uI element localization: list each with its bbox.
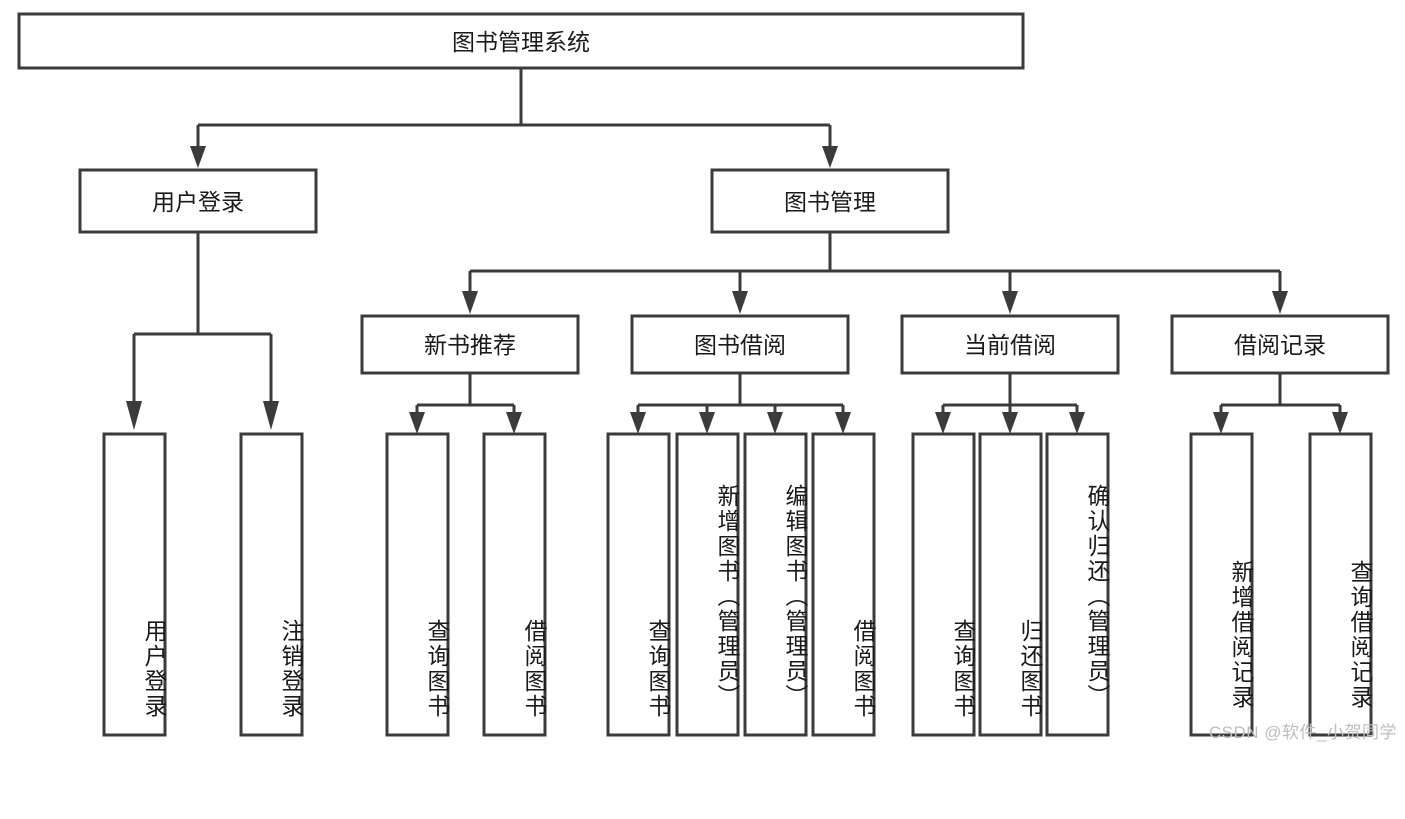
edge-group-borrow-record-to-leaves — [1213, 373, 1348, 434]
arrow-to-new-book — [462, 291, 478, 314]
leaf-boxes-new-book-recommend — [385, 432, 547, 737]
arrow-current-borrow-leaf-2 — [1002, 412, 1018, 434]
node-book-management[interactable]: 图书管理 — [710, 168, 950, 234]
leaf-box-borrow-record-1[interactable] — [1308, 432, 1373, 737]
arrow-book-borrow-leaf-1 — [630, 412, 646, 434]
node-current-borrow[interactable]: 当前借阅 — [900, 314, 1120, 375]
node-borrow-record-box[interactable] — [1170, 314, 1390, 375]
leaf-box-current-borrow-2[interactable] — [1045, 432, 1110, 737]
leaf-box-book-borrow-1[interactable] — [675, 432, 740, 737]
arrow-to-book-mgmt — [822, 146, 838, 168]
node-book-borrow-box[interactable] — [630, 314, 850, 375]
edge-group-current-borrow-to-leaves — [935, 373, 1085, 434]
leaf-box-new-book-0[interactable] — [385, 432, 450, 737]
arrow-to-current-borrow — [1002, 291, 1018, 314]
node-borrow-record[interactable]: 借阅记录 — [1170, 314, 1390, 375]
arrow-borrow-record-leaf-1 — [1213, 412, 1229, 434]
arrow-user-login-leaf-1 — [126, 401, 142, 430]
node-book-borrow[interactable]: 图书借阅 — [630, 314, 850, 375]
watermark-text: CSDN @软件_小贺同学 — [1208, 723, 1397, 742]
arrow-to-user-login — [190, 146, 206, 168]
leaf-box-book-borrow-0[interactable] — [606, 432, 671, 737]
node-borrow-record-label: 借阅记录 — [1234, 332, 1326, 358]
edge-group-user-login-to-leaves — [126, 232, 279, 430]
edge-group-book-mgmt-to-level3 — [462, 232, 1288, 314]
leaf-box-new-book-1[interactable] — [482, 432, 547, 737]
node-root-box[interactable] — [17, 12, 1025, 70]
edge-group-book-borrow-to-leaves — [630, 373, 851, 434]
leaf-boxes-book-borrow — [606, 432, 876, 737]
leaf-boxes-borrow-record — [1189, 432, 1373, 737]
node-user-login[interactable]: 用户登录 — [78, 168, 318, 234]
diagram-svg: 图书管理系统 用户登录 图书管理 新书推荐 图书借阅 当前借阅 借阅记录 — [17, 12, 1390, 737]
leaf-boxes-current-borrow — [911, 432, 1110, 737]
node-user-login-box[interactable] — [78, 168, 318, 234]
edge-group-new-book-to-leaves — [409, 373, 522, 434]
arrow-user-login-leaf-2 — [263, 401, 279, 430]
node-user-login-label: 用户登录 — [152, 189, 244, 215]
leaf-box-current-borrow-1[interactable] — [978, 432, 1043, 737]
edge-group-root-to-level2 — [190, 68, 838, 168]
node-new-book-recommend-label: 新书推荐 — [424, 332, 516, 358]
node-book-management-box[interactable] — [710, 168, 950, 234]
node-book-management-label: 图书管理 — [784, 189, 876, 215]
leaf-box-current-borrow-0[interactable] — [911, 432, 976, 737]
node-current-borrow-box[interactable] — [900, 314, 1120, 375]
arrow-to-borrow-record — [1272, 291, 1288, 314]
node-root-label: 图书管理系统 — [452, 29, 590, 55]
leaf-box-user-login-0[interactable] — [102, 432, 167, 737]
arrow-book-borrow-leaf-4 — [835, 412, 851, 434]
arrow-book-borrow-leaf-2 — [699, 412, 715, 434]
node-current-borrow-label: 当前借阅 — [964, 332, 1056, 358]
node-root[interactable]: 图书管理系统 — [17, 12, 1025, 70]
arrow-new-book-leaf-1 — [409, 412, 425, 434]
diagram-canvas-root: 图书管理系统 用户登录 图书管理 新书推荐 图书借阅 当前借阅 借阅记录 — [17, 12, 1397, 742]
leaf-box-book-borrow-3[interactable] — [811, 432, 876, 737]
arrow-borrow-record-leaf-2 — [1332, 412, 1348, 434]
node-book-borrow-label: 图书借阅 — [694, 332, 786, 358]
leaf-box-user-login-1[interactable] — [239, 432, 304, 737]
arrow-to-book-borrow — [732, 291, 748, 314]
leaf-box-borrow-record-0[interactable] — [1189, 432, 1254, 737]
arrow-current-borrow-leaf-3 — [1069, 412, 1085, 434]
arrow-book-borrow-leaf-3 — [767, 412, 783, 434]
arrow-new-book-leaf-2 — [506, 412, 522, 434]
arrow-current-borrow-leaf-1 — [935, 412, 951, 434]
node-new-book-recommend-box[interactable] — [360, 314, 580, 375]
leaf-boxes-user-login — [102, 432, 304, 737]
leaf-box-book-borrow-2[interactable] — [743, 432, 808, 737]
node-new-book-recommend[interactable]: 新书推荐 — [360, 314, 580, 375]
